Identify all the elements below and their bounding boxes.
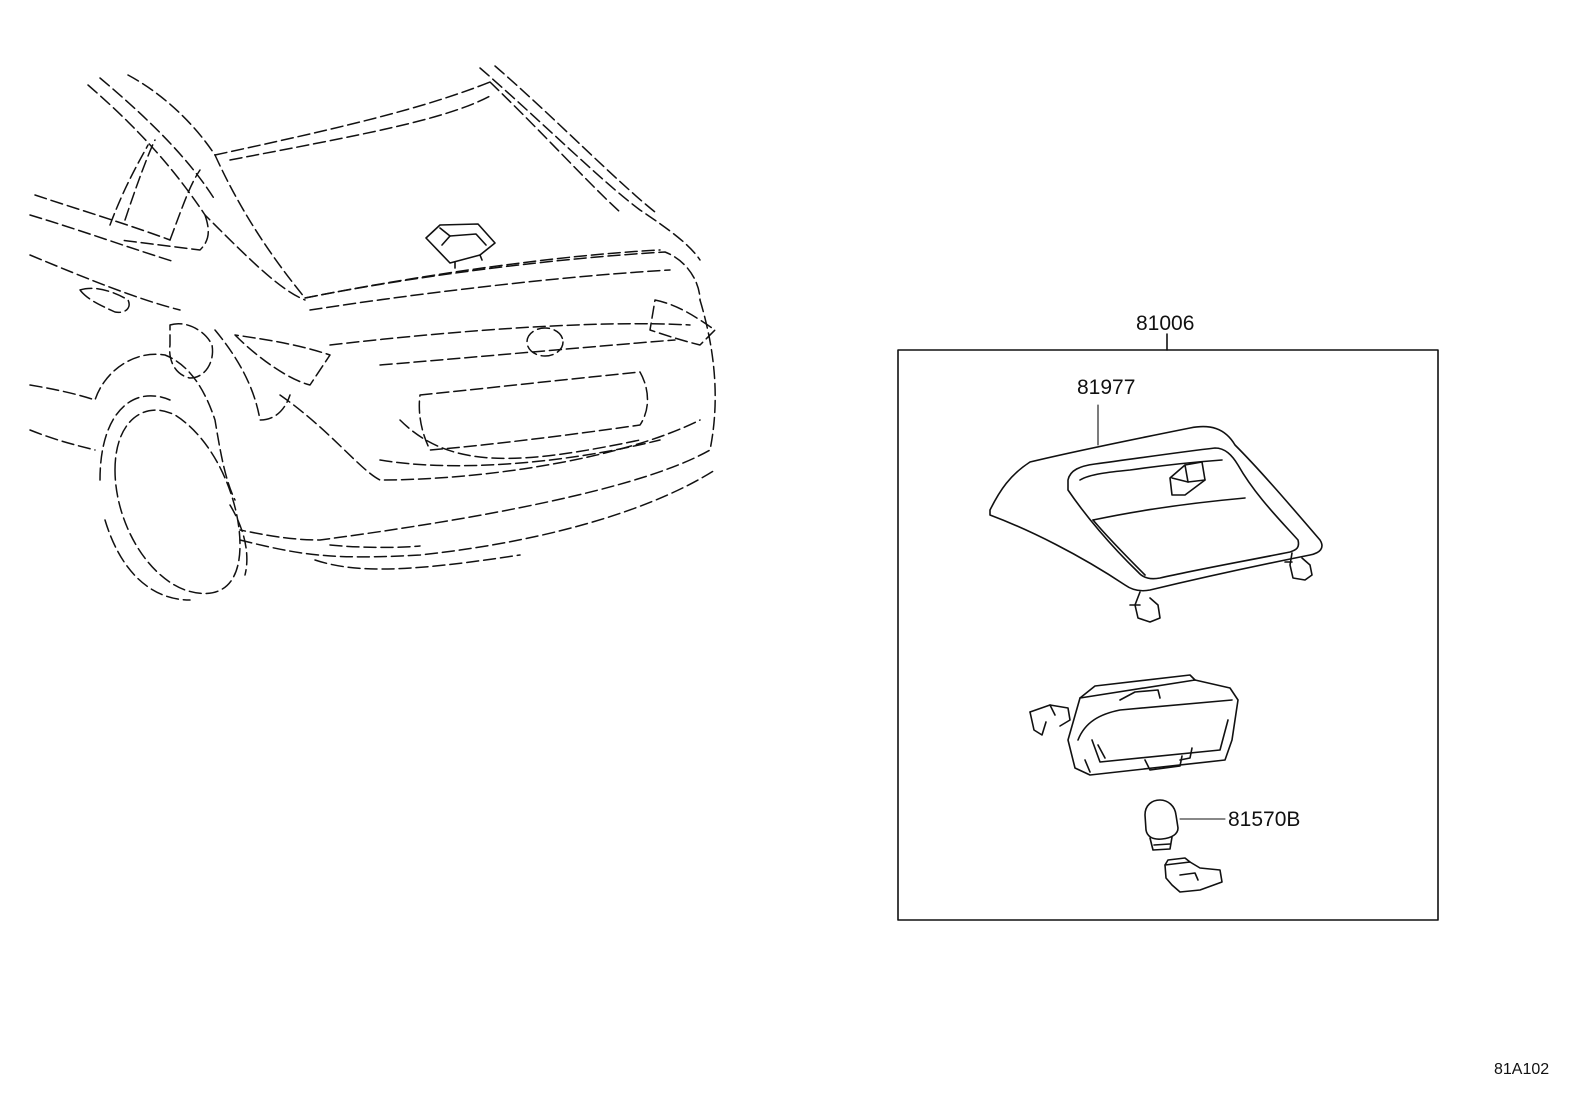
car-rear-illustration	[29, 65, 716, 601]
callout-81006: 81006	[1136, 312, 1194, 335]
parts-frame	[897, 333, 1439, 921]
callout-81977: 81977	[1077, 376, 1135, 399]
figure-code: 81A102	[1494, 1061, 1549, 1078]
bulb-illustration	[1144, 799, 1226, 851]
lamp-cover-illustration	[989, 404, 1323, 623]
socket-illustration	[1164, 857, 1223, 893]
callout-81570b: 81570B	[1228, 808, 1300, 831]
lamp-unit-illustration	[1029, 674, 1239, 776]
